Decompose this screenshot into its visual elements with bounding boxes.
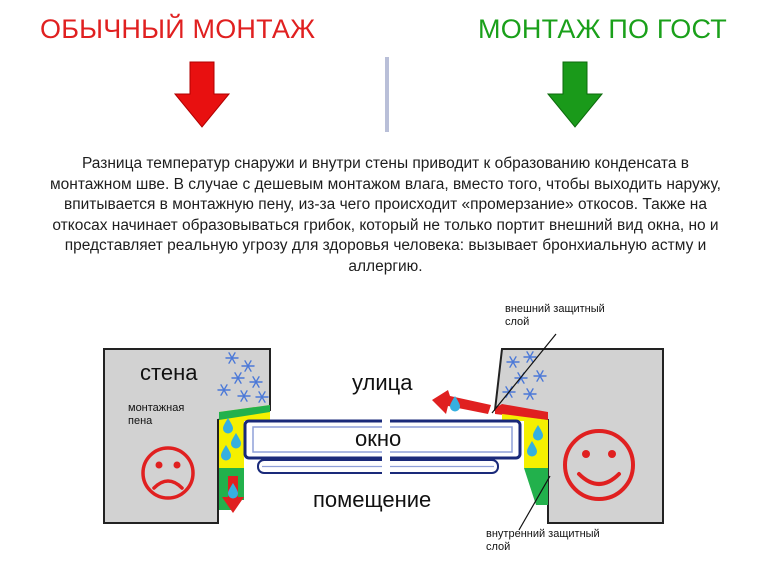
happy-face-icon (563, 429, 635, 501)
heading-regular-installation: ОБЫЧНЫЙ МОНТАЖ (40, 14, 316, 44)
foam-label: монтажная пена (128, 402, 185, 427)
right-moisture-arrow-icon (432, 390, 491, 414)
inner-layer-label: внутренний защитный слой (486, 528, 600, 553)
outer-layer-pointer (491, 333, 557, 414)
window-label: окно (355, 426, 402, 451)
outer-layer-label: внешний защитный слой (505, 303, 605, 328)
right-foam (495, 404, 548, 505)
left-moisture-arrow-icon (222, 476, 244, 513)
down-arrow-red-icon (173, 61, 231, 128)
heading-gost-installation: МОНТАЖ ПО ГОСТ (478, 14, 727, 44)
down-arrow-green-icon (546, 61, 604, 128)
inner-layer-pointer (518, 475, 551, 531)
center-divider (385, 57, 389, 132)
street-label: улица (352, 370, 413, 395)
wall-label: стена (140, 360, 198, 385)
window-frame (243, 415, 522, 477)
room-label: помещение (313, 487, 432, 512)
description-text: Разница температур снаружи и внутри стен… (50, 155, 721, 275)
sad-face-icon (141, 446, 195, 500)
